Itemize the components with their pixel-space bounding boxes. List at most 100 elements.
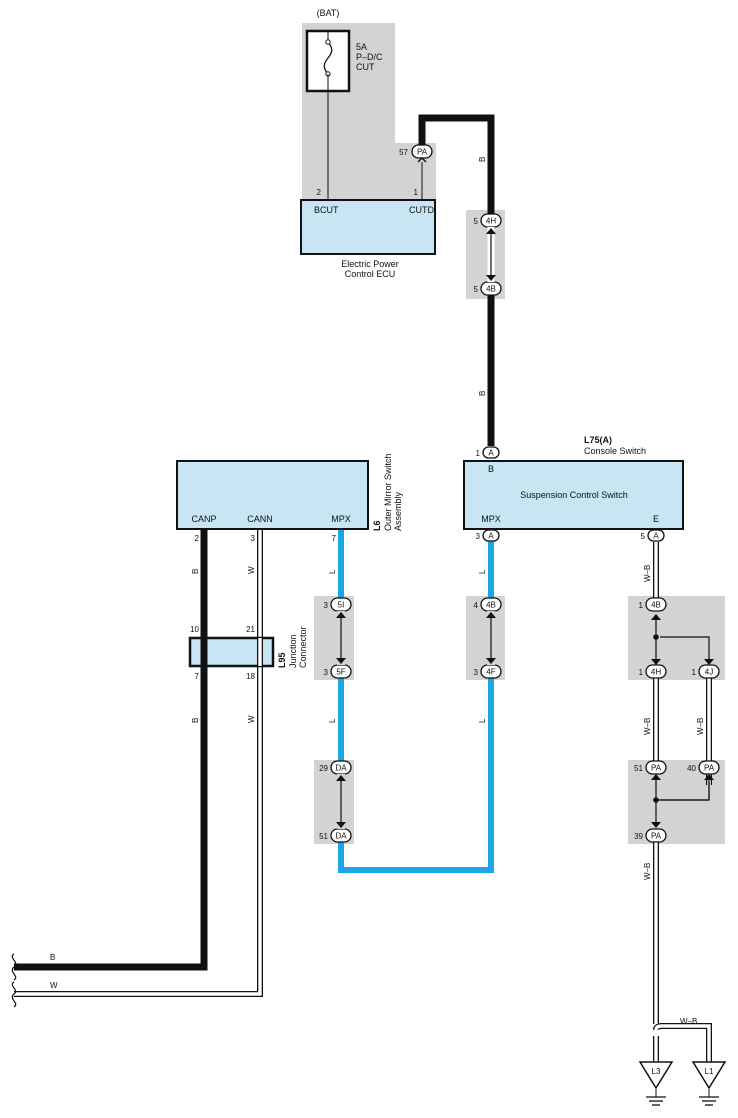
junction-num-in-w: 21 <box>246 625 255 634</box>
console-code: L75(A) <box>584 435 612 445</box>
svg-text:40: 40 <box>687 764 696 773</box>
console-pin-e: E <box>653 514 659 524</box>
wire-break-symbols <box>11 953 17 1008</box>
fuse-element <box>323 41 333 75</box>
ecu-pin-num-cutd: 1 <box>414 188 419 197</box>
console-pin-connectors: A 1 A 3 A 5 <box>476 446 665 542</box>
svg-text:3: 3 <box>324 668 329 677</box>
connector-pa-splice-ties <box>651 774 714 829</box>
wire-w-cann-inner <box>14 529 262 996</box>
mirror-pin-num-mpx: 7 <box>332 534 337 543</box>
connector-4b-ground: 4B 1 <box>639 597 714 665</box>
console-conn-e: A <box>653 532 659 541</box>
connector-pair-4b-4f-link <box>486 611 496 665</box>
console-name: Console Switch <box>584 446 646 456</box>
svg-text:5F: 5F <box>336 668 345 677</box>
mirror-pin-canp: CANP <box>191 514 216 524</box>
junction-num-out-b: 7 <box>195 672 200 681</box>
console-inner-name: Suspension Control Switch <box>520 490 628 500</box>
svg-text:57: 57 <box>399 148 408 157</box>
junction-code: L95 <box>277 652 287 668</box>
wire-label-w-cann-1: W <box>247 566 256 574</box>
connector-pair-4h-4b-link <box>486 227 496 282</box>
wire-label-wb-1: W–B <box>643 565 652 582</box>
console-conn-mpx: A <box>488 532 494 541</box>
ecu-name-line2: Control ECU <box>345 269 396 279</box>
wire-label-l-console-1: L <box>478 569 487 574</box>
wire-label-b-top: B <box>478 157 487 162</box>
ground-l3: L3 <box>638 1061 674 1106</box>
fuse-rating: 5A <box>356 42 367 52</box>
wire-label-b-mid: B <box>478 391 487 396</box>
wire-label-w-bottom: W <box>50 981 58 990</box>
ecu-pin-num-bcut: 2 <box>317 188 322 197</box>
mirror-pin-mpx: MPX <box>331 514 351 524</box>
ground-l1-label: L1 <box>705 1067 714 1076</box>
console-conn-b: A <box>488 449 494 458</box>
connector-4b-mpx: 4B 4 <box>474 597 502 612</box>
svg-text:4B: 4B <box>486 285 496 294</box>
wire-label-wb-4: W–B <box>643 863 652 880</box>
wire-label-b-bottom: B <box>50 953 55 962</box>
ecu-pin-cutd: CUTD <box>409 205 434 215</box>
mirror-pin-num-cann: 3 <box>251 534 256 543</box>
console-switch: L75(A) Console Switch Suspension Control… <box>463 435 684 530</box>
connector-pa-40: PA 40 <box>687 760 720 775</box>
wire-label-l-mirror-2: L <box>328 718 337 723</box>
connector-pair-5i-5f-link <box>336 611 346 665</box>
svg-text:3: 3 <box>474 668 479 677</box>
svg-text:4: 4 <box>474 601 479 610</box>
junction-name-line2: Connector <box>298 626 308 668</box>
svg-text:PA: PA <box>651 832 662 841</box>
outer-mirror-switch-assembly: CANP CANN MPX L6 Outer Mirror Switch Ass… <box>176 453 403 543</box>
console-num-e: 5 <box>641 532 646 541</box>
wire-l-mpx-loop <box>338 529 494 873</box>
svg-text:4H: 4H <box>651 668 661 677</box>
connector-4j-ground: 4J 1 <box>692 664 720 679</box>
svg-text:4B: 4B <box>486 601 496 610</box>
fuse-name-line2: CUT <box>356 62 375 72</box>
connector-pa-39: PA 39 <box>634 828 667 843</box>
junction-name-line1: Junction <box>288 634 298 668</box>
mirror-pin-cann: CANN <box>247 514 273 524</box>
electric-power-control-ecu: 2 1 BCUT CUTD Electric Power Control ECU <box>300 188 436 279</box>
fuse-terminal-top <box>325 39 331 45</box>
wire-b-canp <box>14 529 208 971</box>
wire-label-l-console-2: L <box>478 718 487 723</box>
wire-label-b-canp-2: B <box>191 718 200 723</box>
junction-connector-l95: 10 21 7 18 L95 Junction Connector <box>188 625 308 681</box>
wire-labels: B B B W L L W–B B W L L W–B W–B W–B B W … <box>50 157 705 1026</box>
wire-label-l-mirror-1: L <box>328 569 337 574</box>
console-pin-mpx: MPX <box>481 514 501 524</box>
svg-text:PA: PA <box>651 764 662 773</box>
svg-text:DA: DA <box>335 832 347 841</box>
wire-w-cann-outer <box>14 529 263 997</box>
fuse: (BAT) 5A P–D/C CUT <box>305 8 383 93</box>
svg-text:51: 51 <box>319 832 328 841</box>
wire-label-wb-ground: W–B <box>680 1017 697 1026</box>
mirror-pin-num-canp: 2 <box>195 534 200 543</box>
splice-connectors: PA 57 4H 5 4B 5 5I 3 5F <box>319 144 720 843</box>
ecu-name-line1: Electric Power <box>341 259 399 269</box>
connector-4b-top: 4B 5 <box>474 281 502 296</box>
wire-label-wb-2: W–B <box>643 718 652 735</box>
svg-text:51: 51 <box>634 764 643 773</box>
svg-text:3: 3 <box>324 601 329 610</box>
connector-4f-mpx: 4F 3 <box>474 664 502 679</box>
svg-text:4F: 4F <box>486 668 495 677</box>
svg-text:1: 1 <box>639 668 644 677</box>
connector-pa-57: PA 57 <box>399 144 433 163</box>
svg-text:4H: 4H <box>486 217 496 226</box>
svg-text:5: 5 <box>474 285 479 294</box>
mirror-name-line2: Assembly <box>393 491 403 531</box>
connector-pa-51: PA 51 <box>634 760 667 775</box>
svg-text:1: 1 <box>639 601 644 610</box>
svg-text:4J: 4J <box>705 668 713 677</box>
gray-panels <box>302 23 725 844</box>
junction-num-in-b: 10 <box>190 625 199 634</box>
wire-label-w-cann-2: W <box>247 715 256 723</box>
console-num-mpx: 3 <box>476 532 481 541</box>
ecu-pin-bcut: BCUT <box>314 205 339 215</box>
console-num-b: 1 <box>476 449 481 458</box>
